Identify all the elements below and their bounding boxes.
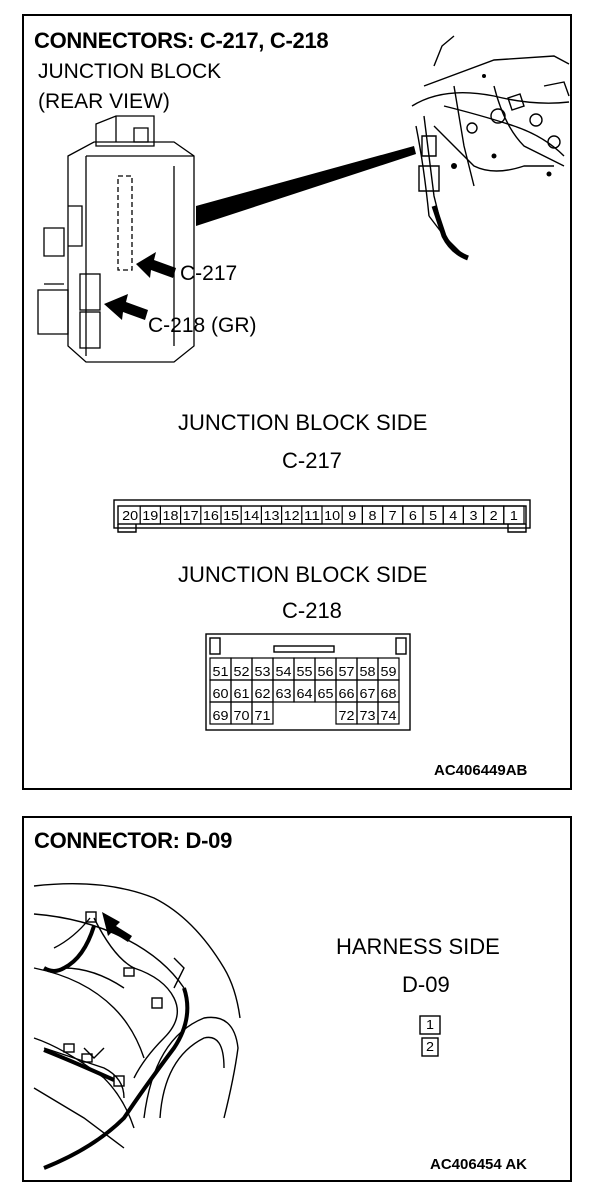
c217-pin-18: 18 <box>163 508 179 523</box>
c217-pin-13-cavity <box>260 505 283 525</box>
c217-pin-6: 6 <box>409 508 417 523</box>
c218-pin-52: 52 <box>234 664 250 679</box>
c218-pin-54: 54 <box>276 664 292 679</box>
c217-pin-1-cavity <box>503 505 525 525</box>
callout-c217: C-217 <box>180 262 238 285</box>
c218-pin-55: 55 <box>297 664 313 679</box>
c217-pin-17: 17 <box>183 508 199 523</box>
c217-pin-12: 12 <box>284 508 300 523</box>
connector-id-c218: C-218 <box>282 598 342 623</box>
side-label-c218: JUNCTION BLOCK SIDE <box>178 562 428 587</box>
c217-pin-9: 9 <box>348 508 356 523</box>
c218-pin-60: 60 <box>213 686 229 701</box>
c218-pin-69: 69 <box>213 708 229 723</box>
c217-pin-16: 16 <box>203 508 219 523</box>
c217-pin-7: 7 <box>389 508 397 523</box>
c218-pin-72: 72 <box>339 708 355 723</box>
c218-pin-73: 73 <box>360 708 376 723</box>
connector-id-c217: C-217 <box>282 448 342 473</box>
c218-pin-74-cavity <box>377 701 400 725</box>
c217-pin-19: 19 <box>142 508 158 523</box>
side-label-c217: JUNCTION BLOCK SIDE <box>178 410 428 435</box>
side-label: HARNESS SIDE <box>336 934 500 959</box>
c217-pin-2: 2 <box>490 508 498 523</box>
c217-pin-17-cavity <box>180 505 202 525</box>
c217-pin-1: 1 <box>510 508 518 523</box>
c217-pin-15-cavity <box>220 505 242 525</box>
c217-pin-8: 8 <box>369 508 377 523</box>
c218-pin-cavities: 51 52 53 54 55 56 57 58 59 60 61 62 63 64 65 66 67 68 69 70… <box>209 657 400 725</box>
panel-title: CONNECTOR: D-09 <box>34 828 233 853</box>
c218-connector-housing <box>205 633 411 731</box>
c217-pin-20: 20 <box>122 508 138 523</box>
c218-pin-70: 70 <box>234 708 250 723</box>
c218-pin-71: 71 <box>255 708 271 723</box>
connector-panel-c217-c218: CONNECTORS: C-217, C-218 JUNCTION BLOCK … <box>22 14 572 790</box>
c217-pin-11-cavity <box>301 505 323 525</box>
c217-pin-11: 11 <box>304 508 320 523</box>
c217-pin-3: 3 <box>470 508 478 523</box>
c218-pin-74: 74 <box>381 708 397 723</box>
c218-pin-59: 59 <box>381 664 397 679</box>
c218-pin-68: 68 <box>381 686 397 701</box>
d09-pin-2: 2 <box>426 1039 434 1054</box>
c218-pin-56: 56 <box>318 664 334 679</box>
c217-pin-15: 15 <box>223 508 239 523</box>
c217-pin-19-cavity <box>139 505 161 525</box>
d09-pin-cavities: 12 <box>426 1017 434 1054</box>
c217-pin-13: 13 <box>264 508 280 523</box>
c218-pin-65: 65 <box>318 686 334 701</box>
c218-pin-58: 58 <box>360 664 376 679</box>
vehicle-harness-illustration: 12 <box>33 883 441 1170</box>
c217-pin-4: 4 <box>449 508 457 523</box>
c218-pin-66: 66 <box>339 686 355 701</box>
c218-pin-63: 63 <box>276 686 292 701</box>
callout-c218: C-218 (GR) <box>148 314 257 337</box>
c217-pin-14: 14 <box>243 508 259 523</box>
c217-pin-10: 10 <box>324 508 340 523</box>
c218-pin-67: 67 <box>360 686 376 701</box>
c218-pin-62: 62 <box>255 686 271 701</box>
c218-pin-71-cavity <box>251 701 274 725</box>
c218-pin-51: 51 <box>213 664 229 679</box>
figure-code: AC406454 AK <box>430 1156 527 1173</box>
d09-connector-housing <box>419 1015 441 1057</box>
c217-pin-5: 5 <box>429 508 437 523</box>
view-label: (REAR VIEW) <box>38 90 170 113</box>
c218-pin-64: 64 <box>297 686 313 701</box>
connector-id: D-09 <box>402 972 450 997</box>
component-name: JUNCTION BLOCK <box>38 60 222 83</box>
c218-pin-53: 53 <box>255 664 271 679</box>
d09-pin-1: 1 <box>426 1017 434 1032</box>
c218-pin-61: 61 <box>234 686 250 701</box>
panel-title: CONNECTORS: C-217, C-218 <box>34 28 329 53</box>
figure-code: AC406449AB <box>434 762 528 779</box>
c218-pin-57: 57 <box>339 664 355 679</box>
connector-panel-d09: CONNECTOR: D-09 <box>22 816 572 1182</box>
